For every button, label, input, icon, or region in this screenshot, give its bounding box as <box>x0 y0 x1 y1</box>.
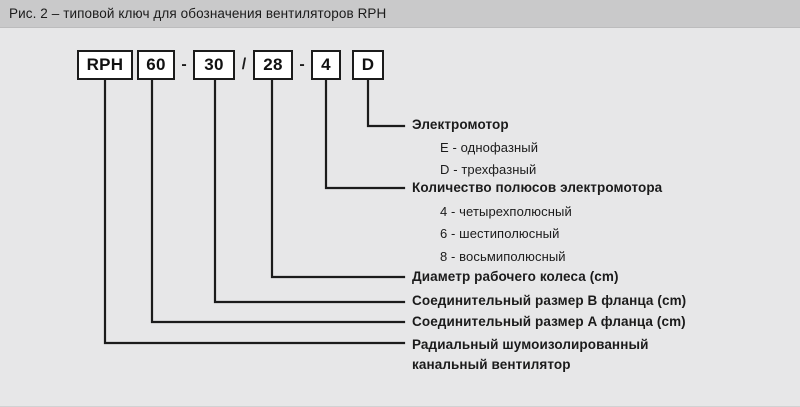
connector-pole-count <box>324 78 406 190</box>
legend-heading-fan-type-line2: канальный вентилятор <box>412 357 571 372</box>
legend-heading-flange-b: Соединительный размер B фланца (cm) <box>412 293 687 308</box>
legend-item-motor-type-1: E - однофазный <box>440 140 539 155</box>
connector-impeller-diameter <box>270 78 406 279</box>
code-separator: - <box>299 56 305 73</box>
legend-item-motor-type-2: D - трехфазный <box>440 162 537 177</box>
legend-heading-fan-type-line1: Радиальный шумоизолированный <box>412 337 649 352</box>
connector-flange-a <box>150 78 406 324</box>
figure-title-bar: Рис. 2 – типовой ключ для обозначения ве… <box>0 0 800 28</box>
code-box-4[interactable]: 4 <box>311 50 341 80</box>
figure-title: Рис. 2 – типовой ключ для обозначения ве… <box>9 6 387 21</box>
code-box-60[interactable]: 60 <box>137 50 175 80</box>
legend-item-pole-count-3: 8 - восьмиполюсный <box>440 249 566 264</box>
code-separator: - <box>181 56 187 73</box>
code-box-28[interactable]: 28 <box>253 50 293 80</box>
legend-heading-motor-type: Электромотор <box>412 117 509 132</box>
code-box-30[interactable]: 30 <box>193 50 235 80</box>
code-separator: / <box>241 56 247 73</box>
code-box-rph[interactable]: RPH <box>77 50 133 80</box>
legend-item-pole-count-1: 4 - четырехполюсный <box>440 204 572 219</box>
legend-heading-pole-count: Количество полюсов электромотора <box>412 180 663 195</box>
code-box-d[interactable]: D <box>352 50 384 80</box>
connector-motor-type <box>366 78 406 128</box>
legend-heading-impeller-diameter: Диаметр рабочего колеса (cm) <box>412 269 619 284</box>
connector-flange-b <box>213 78 406 304</box>
connector-fan-type <box>103 78 406 345</box>
legend-heading-fan-type: Радиальный шумоизолированный канальный ве… <box>412 335 648 375</box>
legend-item-pole-count-2: 6 - шестиполюсный <box>440 226 560 241</box>
legend-heading-flange-a: Соединительный размер A фланца (cm) <box>412 314 686 329</box>
